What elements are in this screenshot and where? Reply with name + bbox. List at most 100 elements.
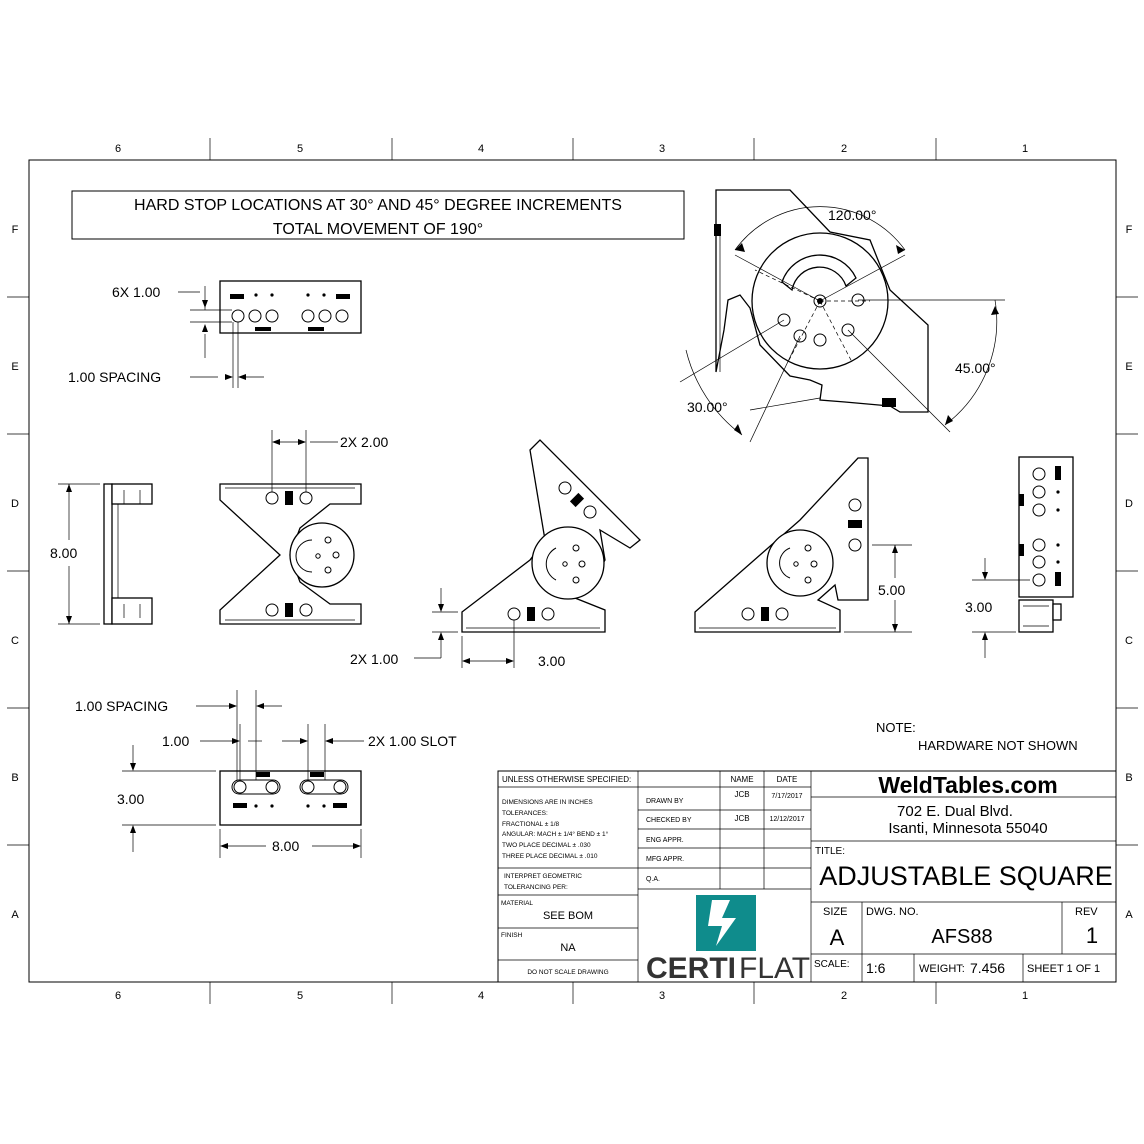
dim-bottom-300: 3.00 xyxy=(117,791,144,807)
row-label-right: F xyxy=(1126,224,1133,236)
front-view-45 xyxy=(694,457,869,633)
header-note-line1: HARD STOP LOCATIONS AT 30° AND 45° DEGRE… xyxy=(134,197,622,214)
tb-drawn-by: DRAWN BY xyxy=(646,798,684,805)
tb-dims-3: FRACTIONAL ± 1/8 xyxy=(502,821,560,828)
row-label-left: F xyxy=(12,224,19,236)
row-label-right: A xyxy=(1125,909,1133,921)
row-label-left: C xyxy=(11,635,19,647)
front-view-raised xyxy=(461,439,641,633)
tb-checked-by: CHECKED BY xyxy=(646,817,692,824)
dim-height-800: 8.00 xyxy=(50,545,77,561)
tb-drawn-name: JCB xyxy=(734,790,749,799)
tb-scale-val: 1:6 xyxy=(866,960,886,976)
row-label-right: C xyxy=(1125,635,1133,647)
tb-sheet: SHEET 1 OF 1 xyxy=(1027,963,1100,975)
row-label-left: A xyxy=(11,909,19,921)
col-label-bottom: 5 xyxy=(297,990,303,1002)
col-label-top: 6 xyxy=(115,143,121,155)
tb-size-val: A xyxy=(830,925,845,950)
tb-drawn-date: 7/17/2017 xyxy=(771,793,802,800)
dim-height-500: 5.00 xyxy=(878,582,905,598)
tb-interpret-2: TOLERANCING PER: xyxy=(504,884,568,891)
tb-title-val: ADJUSTABLE SQUARE xyxy=(819,861,1113,891)
header-note-box xyxy=(71,190,685,240)
dim-side-300: 3.00 xyxy=(965,599,992,615)
tb-scale-lbl: SCALE: xyxy=(814,959,850,970)
row-label-left: E xyxy=(11,361,18,373)
tb-unless: UNLESS OTHERWISE SPECIFIED: xyxy=(502,775,631,784)
tb-checked-date: 12/12/2017 xyxy=(769,816,804,823)
detail-view-angles xyxy=(714,189,929,413)
header-note-line2: TOTAL MOVEMENT OF 190° xyxy=(273,221,483,238)
dim-two-x-100: 2X 1.00 xyxy=(350,651,398,667)
tb-company: WeldTables.com xyxy=(878,772,1057,798)
dim-spacing-top: 1.00 SPACING xyxy=(68,369,161,385)
tb-size-lbl: SIZE xyxy=(823,906,847,918)
top-view-plate xyxy=(219,280,362,334)
tb-material-val: SEE BOM xyxy=(543,910,593,922)
bottom-plan-view xyxy=(219,770,362,826)
dim-two-x-200: 2X 2.00 xyxy=(340,434,388,450)
logo-certi: CERTI xyxy=(646,952,736,985)
tb-weight-lbl: WEIGHT: xyxy=(919,963,965,975)
dim-six-x: 6X 1.00 xyxy=(112,284,160,300)
row-label-right: D xyxy=(1125,498,1133,510)
zone-ticks xyxy=(7,138,1138,1004)
dim-bottom-800: 8.00 xyxy=(272,838,299,854)
tb-dims-6: THREE PLACE DECIMAL ± .010 xyxy=(502,853,598,860)
row-label-right: E xyxy=(1125,361,1132,373)
tb-address1: 702 E. Dual Blvd. xyxy=(897,803,1013,820)
certiflat-logo: CERTI FLAT xyxy=(646,895,810,985)
dim-angle-30: 30.00° xyxy=(687,399,728,415)
tb-name-hdr: NAME xyxy=(730,775,753,784)
dim-angle-120: 120.00° xyxy=(828,207,876,223)
title-block-grid xyxy=(497,770,1117,983)
tb-checked-name: JCB xyxy=(734,814,749,823)
col-label-top: 2 xyxy=(841,143,847,155)
front-view-flat xyxy=(219,483,362,625)
col-label-bottom: 4 xyxy=(478,990,484,1002)
col-label-bottom: 3 xyxy=(659,990,665,1002)
tb-rev-val: 1 xyxy=(1086,923,1098,948)
col-label-bottom: 1 xyxy=(1022,990,1028,1002)
tb-weight-val: 7.456 xyxy=(970,960,1005,976)
side-edge-view xyxy=(103,483,153,625)
tb-material-lbl: MATERIAL xyxy=(501,900,533,907)
dim-spacing-bottom: 1.00 SPACING xyxy=(75,698,168,714)
tb-finish-val: NA xyxy=(560,942,576,954)
note-title: NOTE: xyxy=(876,720,916,735)
tb-dims-4: ANGULAR: MACH ± 1/4° BEND ± 1° xyxy=(502,830,609,838)
col-label-top: 5 xyxy=(297,143,303,155)
col-label-bottom: 2 xyxy=(841,990,847,1002)
col-label-bottom: 6 xyxy=(115,990,121,1002)
tb-title-lbl: TITLE: xyxy=(815,846,845,857)
dim-width-300: 3.00 xyxy=(538,653,565,669)
row-label-right: B xyxy=(1125,772,1132,784)
dim-one-00: 1.00 xyxy=(162,733,189,749)
right-side-view xyxy=(1018,456,1074,633)
tb-do-not-scale: DO NOT SCALE DRAWING xyxy=(527,969,608,976)
tb-dims-1: DIMENSIONS ARE IN INCHES xyxy=(502,799,593,806)
tb-finish-lbl: FINISH xyxy=(501,932,523,939)
note-text: HARDWARE NOT SHOWN xyxy=(918,738,1078,753)
tb-dims-5: TWO PLACE DECIMAL ± .030 xyxy=(502,842,591,849)
tb-dims-2: TOLERANCES: xyxy=(502,810,548,817)
tb-qa: Q.A. xyxy=(646,876,660,883)
col-label-top: 3 xyxy=(659,143,665,155)
tb-mfg-appr: MFG APPR. xyxy=(646,856,684,863)
col-label-top: 1 xyxy=(1022,143,1028,155)
logo-flat: FLAT xyxy=(739,952,810,985)
tb-date-hdr: DATE xyxy=(777,775,798,784)
tb-address2: Isanti, Minnesota 55040 xyxy=(888,820,1047,837)
col-label-top: 4 xyxy=(478,143,484,155)
tb-dwg-val: AFS88 xyxy=(931,926,992,948)
tb-eng-appr: ENG APPR. xyxy=(646,837,684,844)
tb-interpret-1: INTERPRET GEOMETRIC xyxy=(504,873,582,880)
tb-dwg-lbl: DWG. NO. xyxy=(866,906,919,918)
row-label-left: B xyxy=(11,772,18,784)
row-label-left: D xyxy=(11,498,19,510)
dim-angle-45: 45.00° xyxy=(955,360,996,376)
tb-rev-lbl: REV xyxy=(1075,906,1098,918)
dim-slot: 2X 1.00 SLOT xyxy=(368,733,457,749)
